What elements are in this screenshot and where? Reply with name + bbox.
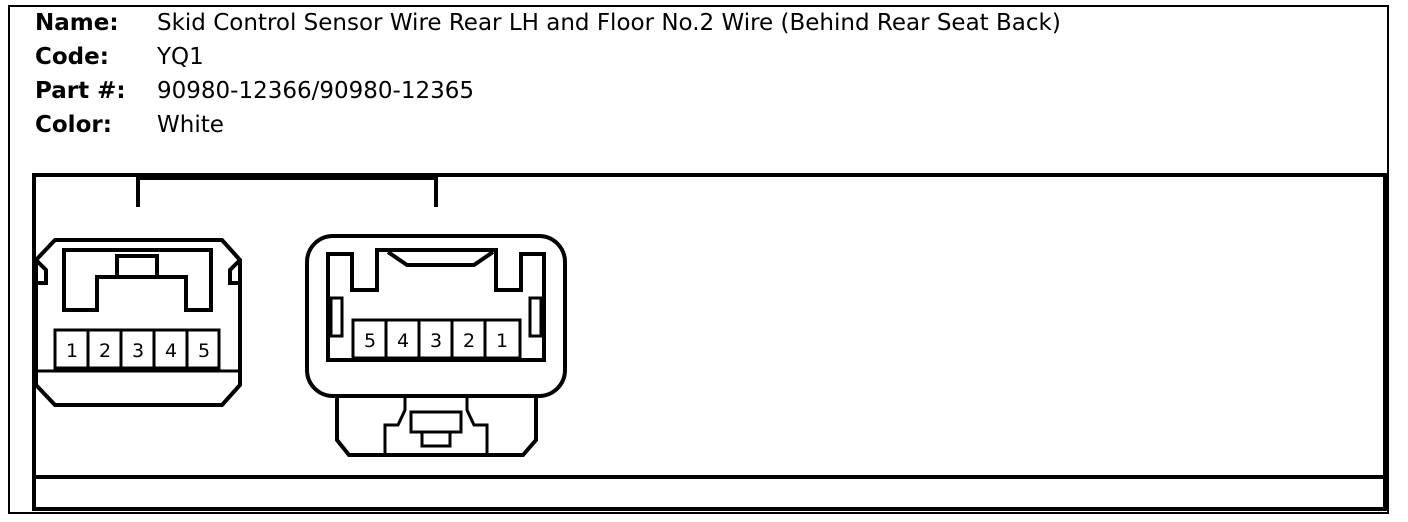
right-pin-label: 5 [364,330,376,352]
right-connector-inner-shell [326,248,546,362]
color-label: Color: [35,112,112,138]
code-label: Code: [35,44,109,70]
right-pin-label: 3 [430,330,442,352]
right-connector-pin-row [351,318,522,360]
right-connector-key [386,250,495,267]
left-connector-latch [62,248,213,312]
left-connector-ear-left [34,258,48,285]
color-value: White [157,112,224,138]
name-label: Name: [35,10,119,36]
left-connector-ear-right [228,258,242,285]
right-connector-lock-tab [409,410,463,434]
right-connector-lock-button [420,430,452,448]
code-value: YQ1 [157,44,204,70]
connector-right [305,234,567,457]
left-pin-label: 4 [165,340,177,362]
left-connector-pin-row [53,328,221,370]
right-connector-lock-housing [335,396,538,457]
diagram-box [32,173,1387,511]
left-pin-label: 5 [198,340,210,362]
right-pin-label: 2 [463,330,475,352]
right-pin-label: 4 [397,330,409,352]
part-label: Part #: [35,78,126,104]
right-connector-side-rib-right [528,296,543,338]
left-pin-label: 2 [99,340,111,362]
right-connector-side-rib-left [329,296,344,338]
right-connector-housing [305,234,567,398]
name-value: Skid Control Sensor Wire Rear LH and Flo… [157,10,1061,36]
pair-bracket [136,176,438,207]
part-value: 90980-12366/90980-12365 [157,78,475,104]
right-pin-label: 1 [496,330,508,352]
left-pin-label: 3 [132,340,144,362]
left-connector-housing [34,238,242,407]
connector-left [34,238,242,407]
left-connector-tab [115,254,159,279]
left-pin-label: 1 [66,340,78,362]
